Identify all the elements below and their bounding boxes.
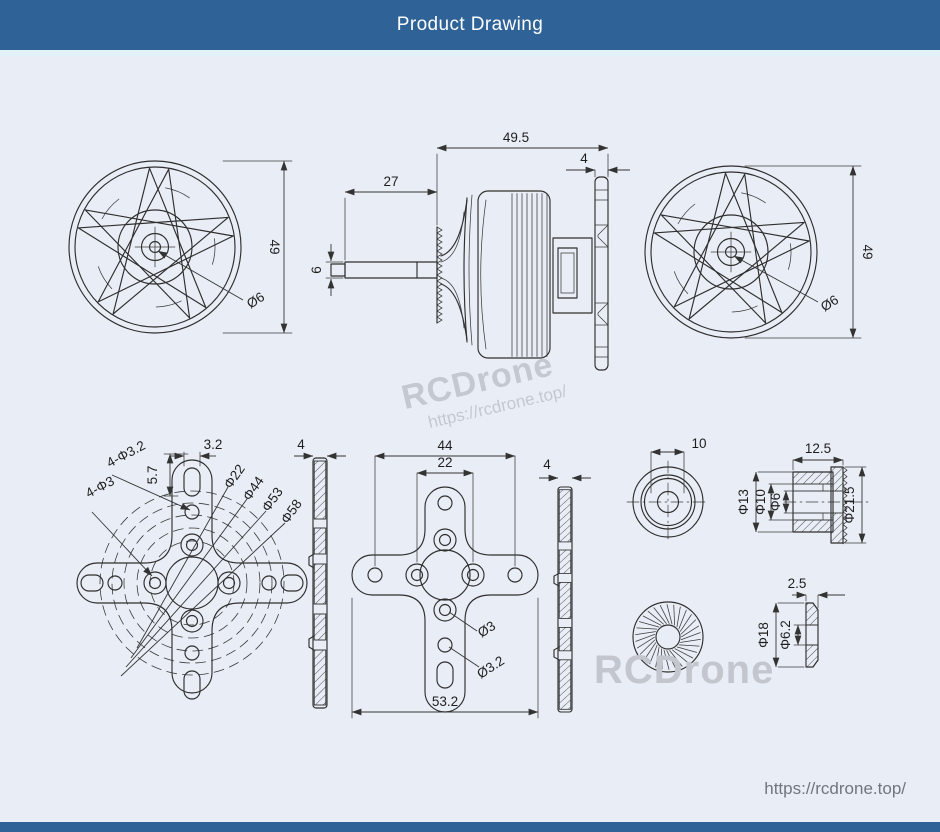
dim-slot-offset: 5.7	[145, 466, 160, 485]
dim-washer-outer: Φ18	[756, 622, 771, 648]
dim-plate-left-thickness: 4	[297, 437, 305, 452]
mount-plate-middle-view: 44 22 53.2 Ø3 Ø3.2 4	[351, 438, 591, 719]
dim-adapter-flange: Φ21.5	[842, 486, 857, 523]
dim-washer-bore: Φ6.2	[778, 620, 793, 650]
dim-adapter-length: 12.5	[805, 441, 831, 456]
motor-fins	[511, 193, 548, 357]
dim-side-plate-thickness: 4	[580, 151, 588, 166]
technical-drawing: 49 Ø6	[68, 130, 875, 719]
dim-adapter-d13: Φ13	[736, 489, 751, 515]
dim-adapter-d6: Φ6	[768, 493, 783, 511]
footer-bar	[0, 822, 940, 832]
front-view-left: 49 Ø6	[68, 160, 293, 334]
dim-side-shaft-diameter: 6	[309, 266, 324, 274]
washer-section-view: 2.5 Φ18 Φ6.2	[756, 576, 845, 668]
dim-front-right-diameter: 49	[860, 244, 875, 259]
drawing-area: 49 Ø6	[0, 50, 940, 832]
dim-adapter-front: 10	[691, 436, 706, 451]
dim-span-outer: 44	[437, 438, 453, 453]
side-view: 49.5 4 27 6	[309, 130, 630, 371]
dim-hole-3: Ø3	[475, 618, 498, 640]
front-view-right: 49 Ø6	[644, 165, 875, 339]
prop-adapter-section-view: 12.5 Φ13 Φ10 Φ6 Φ21.5	[736, 441, 873, 545]
prop-adapter-front-view: 10	[626, 436, 710, 544]
page-title: Product Drawing	[396, 14, 544, 35]
dim-front-right-shaft: Ø6	[818, 292, 841, 314]
dim-bolt-circle-53: Φ53	[259, 485, 286, 515]
dim-bolt-circle-58: Φ58	[278, 497, 305, 527]
washer-serration	[635, 604, 701, 670]
dim-plate-mid-thickness: 4	[543, 457, 551, 472]
dim-slot-width: 3.2	[204, 437, 223, 452]
dim-holes: 4-Φ3	[83, 473, 117, 500]
dim-hole-3-2: Ø3.2	[474, 653, 507, 682]
dim-side-shaft-length: 27	[383, 174, 398, 189]
dim-span-inner: 22	[437, 455, 452, 470]
dim-slot-holes: 4-Φ3.2	[104, 438, 148, 471]
dim-washer-thickness: 2.5	[788, 576, 807, 591]
dim-bolt-circle-22: Φ22	[221, 462, 248, 492]
header-bar: Product Drawing	[0, 0, 940, 50]
header-divider	[0, 50, 940, 56]
site-url: https://rcdrone.top/	[764, 779, 906, 798]
dim-side-length: 49.5	[503, 130, 529, 145]
dim-front-left-diameter: 49	[267, 239, 282, 254]
dim-front-left-shaft: Ø6	[244, 289, 267, 311]
mount-plate-left-view: Φ22 Φ44 Φ53 Φ58 4-Φ3.2 4-Φ3 5.7 3.2 4	[76, 437, 346, 709]
dim-adapter-d10: Φ10	[753, 489, 768, 515]
dim-overall-width: 53.2	[432, 694, 458, 709]
washer-front-view	[632, 601, 704, 673]
